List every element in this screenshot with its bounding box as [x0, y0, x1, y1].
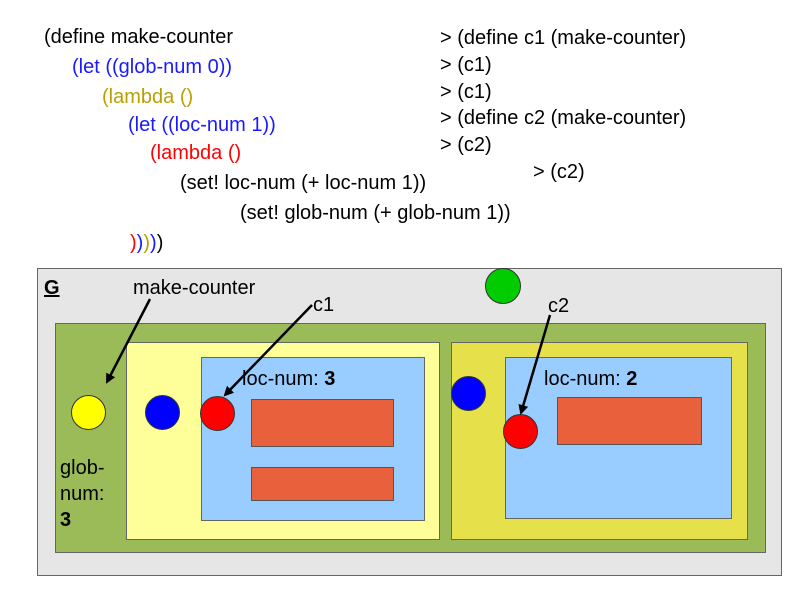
code-closing-parens: ))))) [130, 231, 163, 255]
repl-line-1: > (define c1 (make-counter) [440, 27, 687, 49]
c2-outer-env-dot [451, 376, 486, 411]
make-counter-label: make-counter [133, 277, 256, 299]
repl-line-6: > (c2) [533, 161, 585, 183]
code-line-5: (lambda () [150, 142, 242, 164]
c2-loc-num-value: 2 [626, 368, 638, 390]
c1-loc-num-label: loc-num: [242, 368, 325, 390]
close-paren-3: ) [143, 232, 151, 254]
repl-line-2: > (c1) [440, 54, 492, 76]
c1-outer-env-dot [145, 395, 180, 430]
c1-loc-num: loc-num: 3 [242, 367, 335, 391]
code-line-7: (set! glob-num (+ glob-num 1)) [240, 202, 511, 224]
code-line-3: (lambda () [102, 86, 194, 108]
c1-closure-dot [200, 396, 235, 431]
c2-loc-num-label: loc-num: [544, 368, 627, 390]
glob-num-label-line2: num: [60, 483, 105, 505]
c2-body-box [557, 397, 702, 445]
glob-num-label-line1: glob- [60, 457, 105, 479]
c1-label: c1 [313, 294, 335, 316]
glob-num-value: 3 [60, 509, 72, 531]
orphan-env-dot [485, 268, 521, 304]
repl-line-3: > (c1) [440, 81, 492, 103]
c2-closure-dot [503, 414, 538, 449]
repl-line-5: > (c2) [440, 134, 492, 156]
c1-body-box-1 [251, 399, 394, 447]
c1-loc-num-value: 3 [324, 368, 336, 390]
c2-label: c2 [548, 295, 570, 317]
close-paren-5: ) [156, 232, 164, 254]
close-paren-2: ) [136, 232, 144, 254]
code-line-2: (let ((glob-num 0)) [72, 56, 233, 78]
c1-body-box-2 [251, 467, 394, 501]
close-paren-1: ) [130, 232, 137, 254]
code-line-6: (set! loc-num (+ loc-num 1)) [180, 172, 427, 194]
glob-num-label: glob- num: 3 [60, 455, 104, 533]
global-frame-label: G [44, 277, 60, 299]
close-paren-4: ) [150, 232, 157, 254]
c2-loc-num: loc-num: 2 [544, 367, 637, 391]
make-counter-env-dot [71, 395, 106, 430]
code-line-1: (define make-counter [44, 26, 233, 48]
code-line-4: (let ((loc-num 1)) [128, 114, 276, 136]
repl-line-4: > (define c2 (make-counter) [440, 107, 687, 129]
